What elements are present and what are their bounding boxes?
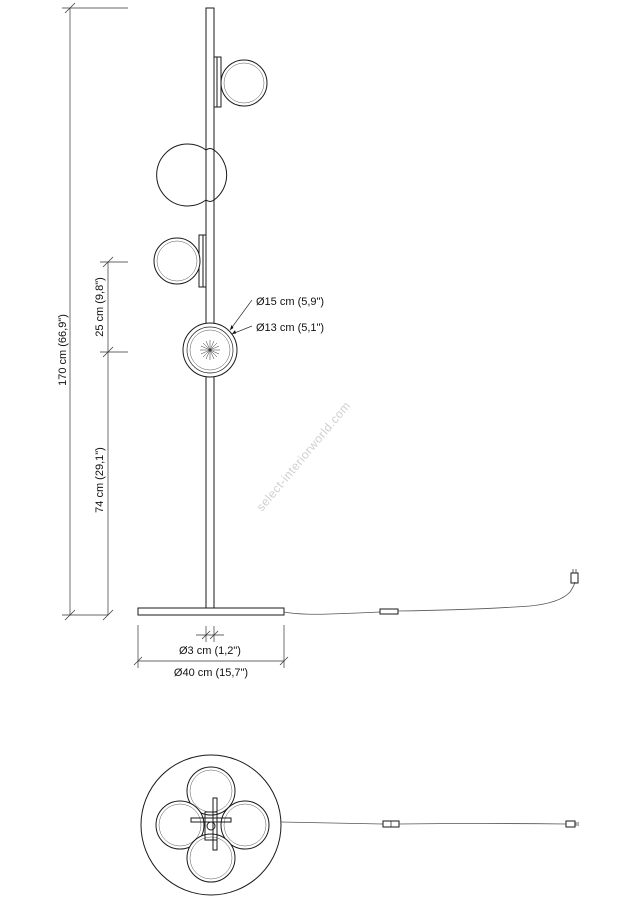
bulb-filament-icon: [200, 340, 220, 360]
lamp-base: [137, 607, 285, 616]
dim-lower-height-label: 74 cm (29,1"): [94, 447, 106, 513]
plug-icon: [570, 572, 579, 584]
lamp-pole: [205, 7, 215, 609]
plug-top-icon: [565, 820, 576, 828]
dimension-lines: [62, 2, 289, 668]
dim-upper-spacing-label: 25 cm (9,8"): [94, 277, 106, 337]
dim-shade-outer-label: Ø15 cm (5,9"): [256, 296, 324, 308]
watermark: select-interiorworld.com: [254, 399, 354, 514]
dim-base-diameter-label: Ø40 cm (15,7"): [174, 667, 248, 679]
lamp-elevation: [137, 7, 579, 616]
dim-shade-inner-label: Ø13 cm (5,1"): [256, 322, 324, 334]
globe-shade-top: [213, 56, 268, 108]
globe-shade-left: [153, 234, 207, 288]
globe-shade-rear: [156, 143, 228, 207]
globe-shade-front: [182, 322, 238, 378]
base-top-view: [140, 754, 282, 896]
dim-stem-diameter-label: Ø3 cm (1,2"): [179, 645, 241, 657]
lamp-top-view: [140, 754, 579, 896]
power-cable: [283, 569, 579, 615]
dim-total-height-label: 170 cm (66,9"): [57, 314, 69, 386]
